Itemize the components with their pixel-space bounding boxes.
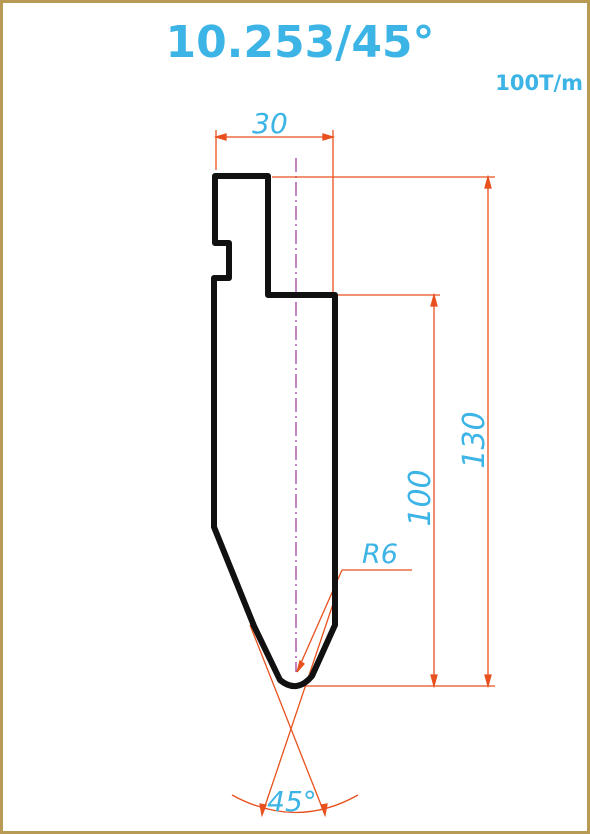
dimension-radius	[296, 569, 412, 673]
dimension-radius-label: R6	[362, 539, 398, 570]
dimension-angle-label: 45°	[267, 785, 317, 818]
dimension-angle	[231, 603, 359, 818]
capacity-label: 100T/m	[495, 71, 583, 95]
dimension-body-height-label: 100	[403, 469, 438, 526]
dimension-total-height	[272, 174, 495, 689]
dimension-body-height	[338, 292, 440, 689]
drawing-title: 10.253/45°	[165, 17, 434, 68]
dimension-width	[213, 130, 336, 292]
dimension-total-height-label: 130	[457, 411, 492, 468]
punch-profile	[211, 173, 338, 689]
dimension-width-label: 30	[252, 107, 288, 140]
